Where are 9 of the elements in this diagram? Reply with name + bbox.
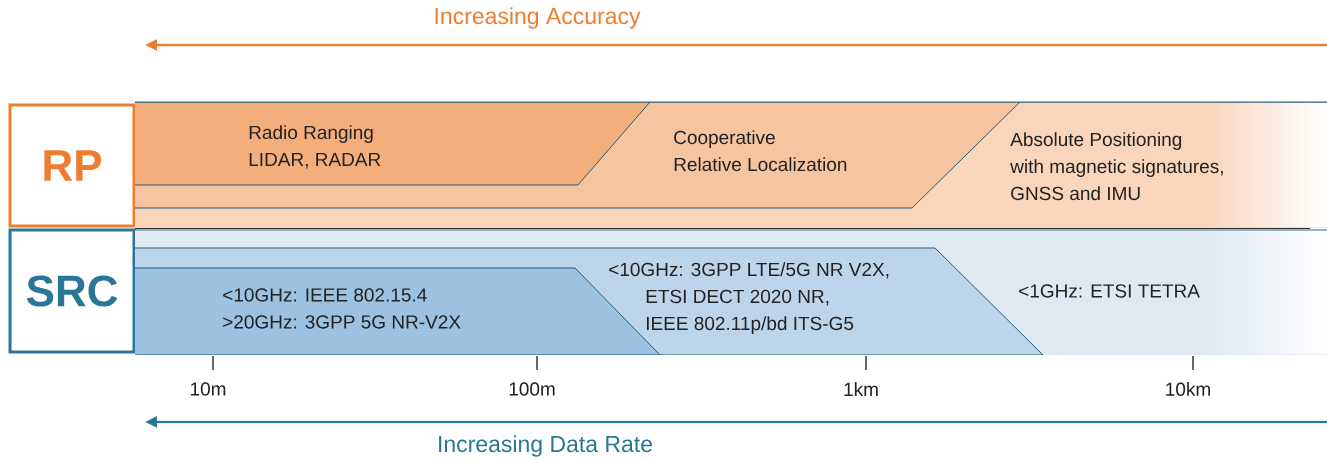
category-box: RP	[8, 103, 136, 228]
range-band: Radio Ranging LIDAR, RADAR	[135, 102, 651, 186]
axis-label: 10m	[191, 382, 226, 396]
axis-label: 1km	[844, 382, 878, 396]
category-box: SRC	[8, 228, 136, 354]
axis-label: 10km	[1166, 382, 1210, 396]
axis-title: Increasing Accuracy	[435, 7, 641, 29]
axis-title: Increasing Data Rate	[439, 435, 652, 457]
axis-label: 100m	[509, 382, 555, 396]
